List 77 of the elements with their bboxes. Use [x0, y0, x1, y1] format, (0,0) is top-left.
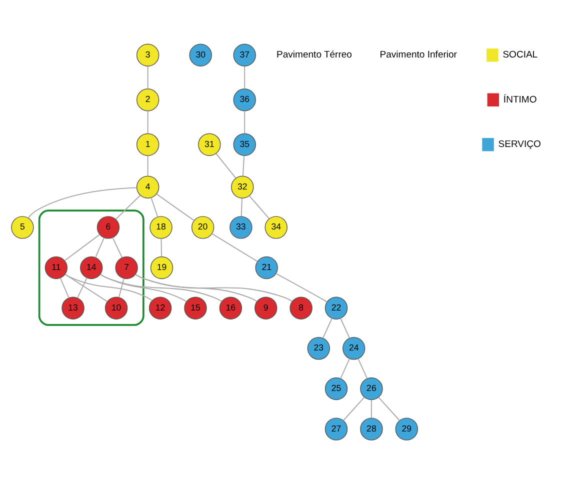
- connector: [64, 274, 152, 301]
- node-circle: 10: [104, 296, 128, 320]
- legend-label: ÍNTIMO: [503, 94, 537, 106]
- cluster: [38, 210, 144, 326]
- connector: [340, 318, 350, 338]
- node-circle: 1: [136, 133, 160, 156]
- connector: [242, 156, 245, 176]
- connector: [150, 197, 158, 217]
- connector: [147, 156, 148, 176]
- connector: [95, 238, 105, 258]
- node-circle: 22: [324, 296, 348, 320]
- node-circle: 3: [136, 44, 160, 66]
- connector: [370, 400, 372, 418]
- node-circle: 30: [189, 44, 212, 66]
- connector: [147, 66, 148, 89]
- connector: [244, 111, 246, 134]
- node-circle: 35: [233, 133, 256, 156]
- node-circle: 13: [62, 296, 84, 320]
- connector: [322, 318, 332, 338]
- connector: [135, 274, 258, 302]
- connector: [115, 194, 141, 220]
- node-circle: 16: [219, 296, 242, 320]
- node-circle: 18: [150, 216, 172, 239]
- node-circle: 12: [148, 296, 172, 320]
- connector: [147, 111, 148, 134]
- node-circle: 20: [191, 216, 214, 239]
- node-circle: 24: [342, 337, 366, 360]
- node-circle: 14: [80, 256, 103, 280]
- connector: [276, 273, 328, 302]
- legend-label: SOCIAL: [502, 50, 538, 61]
- node-circle: 8: [290, 296, 312, 320]
- node-circle: 36: [233, 88, 256, 112]
- connector: [65, 274, 108, 302]
- node-circle: 15: [184, 296, 207, 320]
- label: Pavimento Inferior: [380, 50, 457, 61]
- node-circle: 28: [360, 418, 383, 440]
- connector: [212, 233, 258, 262]
- node-circle: 4: [136, 176, 160, 198]
- connector: [216, 153, 236, 178]
- connector: [64, 234, 100, 261]
- connector: [249, 196, 270, 219]
- connector: [343, 397, 365, 421]
- connector: [100, 274, 222, 302]
- connector: [60, 278, 70, 298]
- node-circle: 27: [324, 418, 348, 440]
- connector: [340, 358, 350, 379]
- connector: [112, 237, 122, 258]
- node-circle: 7: [115, 256, 138, 280]
- label: Pavimento Térreo: [276, 50, 352, 61]
- node-circle: 5: [11, 216, 34, 239]
- connector: [77, 278, 88, 298]
- connector: [240, 198, 243, 216]
- node-circle: 23: [307, 337, 330, 360]
- node-circle: 34: [264, 216, 288, 239]
- node-circle: 32: [231, 176, 254, 198]
- node-circle: 29: [395, 418, 418, 440]
- node-circle: 2: [136, 88, 160, 112]
- node-circle: 25: [324, 377, 348, 400]
- node-circle: 19: [150, 256, 174, 280]
- node-circle: 37: [233, 44, 256, 66]
- node-circle: 26: [360, 377, 383, 400]
- connector: [100, 274, 187, 302]
- connector: [358, 358, 368, 379]
- legend-label: SERVIÇO: [498, 139, 541, 150]
- node-circle: 21: [255, 256, 278, 280]
- connector: [135, 274, 292, 302]
- connector: [28, 187, 137, 218]
- node-circle: 33: [230, 216, 252, 239]
- node-circle: 9: [254, 296, 278, 320]
- node-circle: 31: [198, 133, 221, 156]
- connector: [378, 397, 400, 421]
- connector: [244, 66, 246, 89]
- connector: [118, 278, 124, 298]
- node-circle: 6: [96, 216, 120, 239]
- connector: [156, 194, 194, 222]
- connector: [160, 238, 162, 257]
- node-circle: 11: [44, 256, 68, 280]
